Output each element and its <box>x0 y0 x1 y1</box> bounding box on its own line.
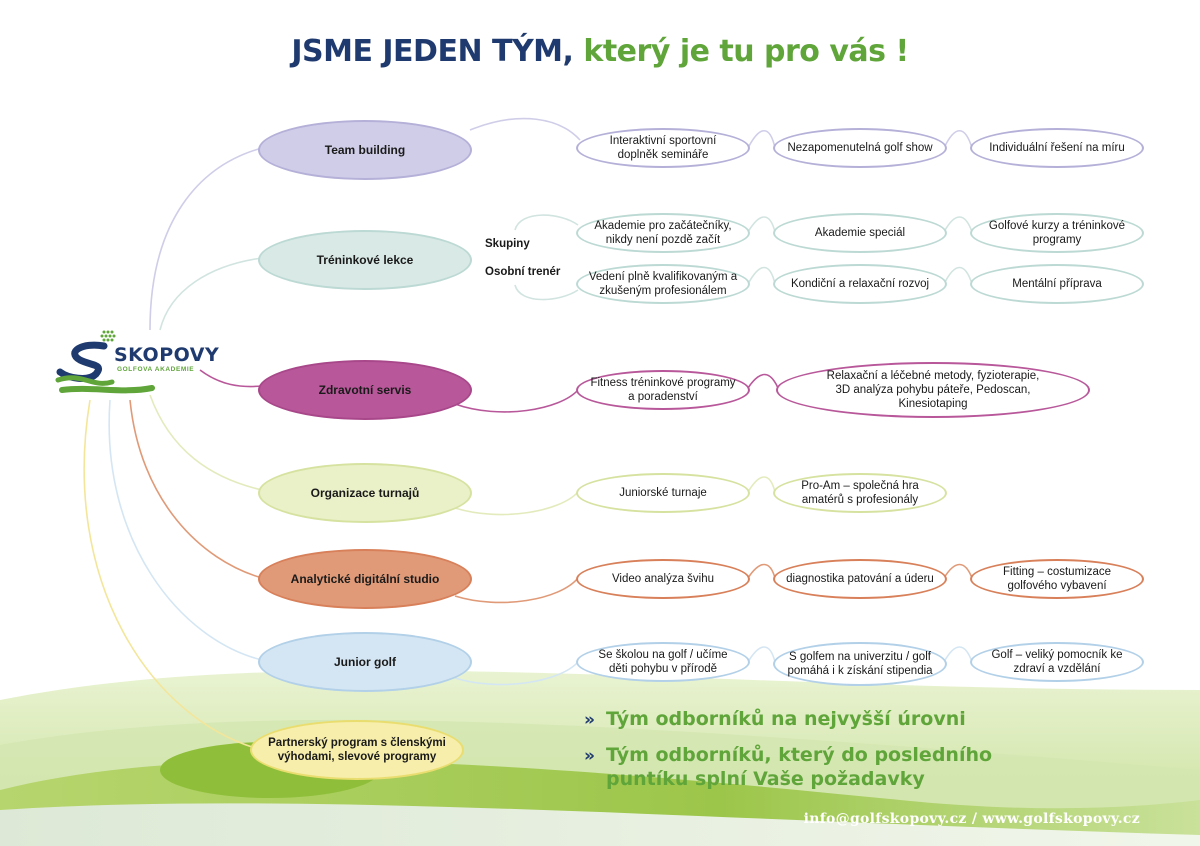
logo-tagline: GOLFOVA AKADEMIE <box>117 366 195 373</box>
item-team-building: Individuální řešení na míru <box>970 128 1144 168</box>
bullet-marker: » <box>584 710 595 730</box>
item-label: Mentální příprava <box>1012 278 1102 290</box>
item-label: Akademie pro začátečníky, nikdy není poz… <box>594 220 732 246</box>
category-label: Analytické digitální studio <box>290 571 440 586</box>
item-studio: Fitting – costumizace golfového vybavení <box>970 559 1144 599</box>
item-label: Kondiční a relaxační rozvoj <box>790 278 930 290</box>
category-label: Junior golf <box>334 654 396 669</box>
skopovy-logo-icon <box>55 330 155 394</box>
item-team-building: Nezapomenutelná golf show <box>773 128 947 168</box>
item-trenink-skupiny: Akademie speciál <box>773 213 947 253</box>
item-junior: Golf – veliký pomocník ke zdraví a vzděl… <box>970 642 1144 682</box>
logo-name: SKOPOVY <box>114 344 220 366</box>
category-label: Team building <box>324 142 406 157</box>
category-zdravotni-servis: Zdravotní servis <box>258 360 472 420</box>
category-analyticke-studio: Analytické digitální studio <box>258 549 472 609</box>
bullet-text: Tým odborníků, který do posledního puntí… <box>606 744 993 790</box>
category-label: Tréninkové lekce <box>316 252 414 267</box>
item-label: Juniorské turnaje <box>619 487 707 499</box>
item-turnaje: Juniorské turnaje <box>576 473 750 513</box>
sublabel-skupiny: Skupiny <box>485 238 530 250</box>
bullet-marker: » <box>584 746 595 766</box>
item-label: Fitting – costumizace golfového vybavení <box>1002 566 1111 592</box>
item-trenink-skupiny: Golfové kurzy a tréninkové programy <box>970 213 1144 253</box>
item-label: S golfem na univerzitu / golf pomáhá i k… <box>787 651 933 677</box>
item-trenink-osobni: Kondiční a relaxační rozvoj <box>773 264 947 304</box>
item-zdravotni: Relaxační a léčebné metody, fyzioterapie… <box>776 362 1090 418</box>
item-label: diagnostika patování a úderu <box>786 573 934 585</box>
category-label: Zdravotní servis <box>318 382 412 397</box>
item-junior: S golfem na univerzitu / golf pomáhá i k… <box>773 642 947 686</box>
item-trenink-skupiny: Akademie pro začátečníky, nikdy není poz… <box>576 213 750 253</box>
category-junior-golf: Junior golf <box>258 632 472 692</box>
category-label: Partnerský program s členskými výhodami,… <box>268 737 446 763</box>
title-part1: JSME JEDEN TÝM, <box>291 34 574 69</box>
item-trenink-osobni: Mentální příprava <box>970 264 1144 304</box>
item-turnaje: Pro-Am – společná hra amatérů s profesio… <box>773 473 947 513</box>
item-label: Relaxační a léčebné metody, fyzioterapie… <box>826 370 1040 410</box>
category-label: Organizace turnajů <box>310 485 420 500</box>
item-label: Akademie speciál <box>814 227 906 239</box>
item-label: Vedení plně kvalifikovaným a zkušeným pr… <box>588 271 738 297</box>
bullet-text: Tým odborníků na nejvyšší úrovni <box>606 708 966 730</box>
footer-contact: info@golfskopovy.cz / www.golfskopovy.cz <box>803 811 1140 827</box>
item-label: Golf – veliký pomocník ke zdraví a vzděl… <box>991 649 1123 675</box>
category-partnersky-program: Partnerský program s členskými výhodami,… <box>250 720 464 780</box>
item-label: Nezapomenutelná golf show <box>787 142 933 154</box>
title-part2: který je tu pro vás ! <box>583 34 909 69</box>
category-treninkove-lekce: Tréninkové lekce <box>258 230 472 290</box>
item-team-building: Interaktivní sportovní doplněk semináře <box>576 128 750 168</box>
item-label: Golfové kurzy a tréninkové programy <box>988 220 1126 246</box>
page-title: JSME JEDEN TÝM, který je tu pro vás ! <box>0 34 1200 69</box>
item-label: Interaktivní sportovní doplněk semináře <box>609 135 717 161</box>
item-studio: Video analýza švihu <box>576 559 750 599</box>
item-junior: Se školou na golf / učíme děti pohybu v … <box>576 642 750 682</box>
item-label: Pro-Am – společná hra amatérů s profesio… <box>801 480 919 506</box>
item-label: Individuální řešení na míru <box>989 142 1125 154</box>
item-label: Se školou na golf / učíme děti pohybu v … <box>598 649 728 675</box>
item-studio: diagnostika patování a úderu <box>773 559 947 599</box>
item-label: Fitness tréninkové programy a poradenstv… <box>590 377 736 403</box>
item-zdravotni: Fitness tréninkové programy a poradenstv… <box>576 370 750 410</box>
category-team-building: Team building <box>258 120 472 180</box>
item-label: Video analýza švihu <box>611 573 715 585</box>
category-organizace-turnaju: Organizace turnajů <box>258 463 472 523</box>
sublabel-osobni-trener: Osobní trenér <box>485 266 561 278</box>
item-trenink-osobni: Vedení plně kvalifikovaným a zkušeným pr… <box>576 264 750 304</box>
